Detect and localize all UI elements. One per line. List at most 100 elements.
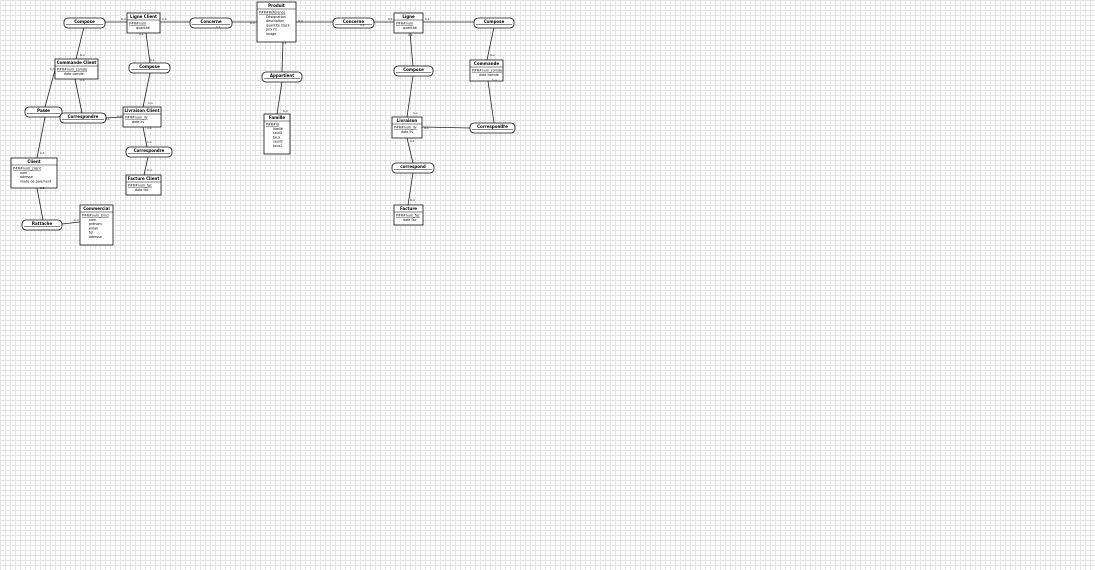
- relation-concerne-2[interactable]: Concerne: [332, 17, 375, 29]
- entity-attribute: quantité: [136, 26, 150, 30]
- entity-title: Client: [27, 159, 40, 164]
- relation-label: Appartient: [270, 73, 294, 78]
- relation-correspondre-1[interactable]: Correspondre: [59, 112, 107, 124]
- relation-label: Compose: [403, 67, 424, 72]
- cardinality-label: 1,1: [216, 25, 221, 29]
- relation-correspondre-2[interactable]: Correspondre: [125, 146, 173, 158]
- entity-title: Ligne: [402, 14, 415, 19]
- cardinality-label: 1,1: [162, 17, 167, 21]
- relation-compose-3[interactable]: Compose: [128, 62, 171, 74]
- cardinality-label: 1,n: [117, 114, 122, 118]
- entity-title: Produit: [268, 3, 285, 8]
- entity-title: Facture: [400, 206, 417, 211]
- entity-attribute: date fac: [135, 188, 149, 192]
- connector-lines: [36, 21, 495, 225]
- relation-label: Compose: [139, 64, 160, 69]
- relation-label: Passe: [37, 108, 50, 113]
- entity-key: P#R#Référence: [259, 11, 285, 15]
- cardinality-label: 1,n: [74, 218, 79, 222]
- entity-title: Ligne Client: [130, 14, 157, 19]
- entity-attribute: nom: [89, 218, 96, 222]
- entity-attribute: libellé: [273, 127, 283, 131]
- cardinality-label: 0,1: [424, 126, 429, 130]
- entities-layer: Ligne ClientP#R#numquantitéProduitP#R#Ré…: [10, 1, 504, 246]
- entity-attribute: nom: [20, 171, 27, 175]
- relation-passe[interactable]: Passe: [24, 106, 63, 118]
- cardinality-label: 0,n: [298, 19, 303, 23]
- entity-key: P#R#num_fac: [396, 214, 420, 218]
- entity-title: Facture Client: [128, 176, 160, 181]
- cardinality-label: 1,n: [148, 101, 153, 105]
- cardinality-label: 1,1: [43, 108, 48, 112]
- relation-rattache[interactable]: Rattache: [21, 219, 63, 231]
- relation-label: Rattache: [32, 221, 53, 226]
- entity-attribute: taux: [273, 135, 280, 139]
- cardinality-label: 1,1: [360, 23, 365, 27]
- entity-attribute: Désignation: [266, 15, 286, 19]
- entity-key: P#R#num_Emcl: [82, 214, 109, 218]
- relation-concerne-1[interactable]: Concerne: [189, 17, 233, 29]
- entity-attribute: prénom: [89, 222, 102, 226]
- entity-commercial[interactable]: CommercialP#R#num_Emclnomprénomemailtela…: [79, 204, 114, 246]
- relation-label: Compose: [484, 19, 505, 24]
- cardinality-label: 1,1: [139, 32, 144, 36]
- cardinality-label: 1,1: [40, 151, 45, 155]
- entity-attribute: description: [266, 19, 284, 23]
- cardinalities-layer: 0,n 1,1 1,1 0,n 0,n 1,1 1,1 1,1 1,n 1,1 1,n 1,n 0,n 1…: [40, 17, 505, 222]
- entity-attribute: mode de paiement: [20, 179, 52, 183]
- relation-compose-4[interactable]: Compose: [393, 65, 434, 77]
- relation-correspond-4[interactable]: correspond: [391, 162, 435, 174]
- cardinality-label: 1,n: [147, 168, 152, 172]
- entity-title: Commande Client: [57, 60, 97, 65]
- relation-compose-1[interactable]: Compose: [63, 17, 106, 29]
- cardinality-label: 1,1: [147, 126, 152, 130]
- entity-attribute: seuil1: [273, 131, 283, 135]
- entity-attribute: prix ht: [266, 28, 277, 32]
- entity-attribute: date comde: [479, 73, 499, 77]
- cardinality-label: 0,n: [250, 21, 255, 25]
- entity-famille[interactable]: FamilleP#R#idlibelléseuil1tauxseuil2taux…: [263, 113, 291, 155]
- entity-attribute: taux2: [273, 144, 282, 148]
- cardinality-label: 1,1: [425, 17, 430, 21]
- cardinality-label: 1,n: [413, 111, 418, 115]
- relation-label: Compose: [74, 19, 95, 24]
- relation-correspondre-3[interactable]: Correspondre: [469, 122, 516, 134]
- entity-produit[interactable]: ProduitP#R#RéférenceDésignationdescripti…: [256, 1, 297, 43]
- cardinality-label: 1,n: [500, 123, 505, 127]
- cardinality-label: 0,n: [80, 53, 85, 57]
- entity-key: P#R#id: [266, 123, 279, 127]
- entity-attribute: date liv: [132, 120, 144, 124]
- entity-title: Famille: [269, 115, 285, 120]
- cardinality-label: 1,1: [282, 41, 287, 45]
- cardinality-label: 1,1: [40, 186, 45, 190]
- entity-attribute: date fac: [403, 218, 417, 222]
- cardinality-label: 1,1: [80, 78, 85, 82]
- relation-compose-2[interactable]: Compose: [473, 17, 515, 29]
- relation-label: Correspondre: [477, 124, 508, 129]
- cardinality-label: 0,n: [121, 17, 126, 21]
- relation-label: Concerne: [343, 19, 364, 24]
- entity-key: P#R#num_client: [13, 167, 42, 171]
- entity-attribute: tel: [89, 231, 93, 235]
- entity-key: P#R#num_comde: [57, 68, 87, 72]
- cardinality-label: 1,n: [50, 67, 55, 71]
- relation-label: Concerne: [200, 19, 221, 24]
- entity-key: P#R#num: [396, 22, 413, 26]
- entity-attribute: adresse: [89, 235, 102, 239]
- entity-attribute: email: [89, 226, 98, 230]
- entity-key: P#R#num_fac: [128, 184, 152, 188]
- entity-key: P#R#num_liv: [394, 126, 417, 130]
- relation-appartient[interactable]: Appartient: [261, 71, 303, 83]
- cardinality-label: 1,n: [492, 78, 497, 82]
